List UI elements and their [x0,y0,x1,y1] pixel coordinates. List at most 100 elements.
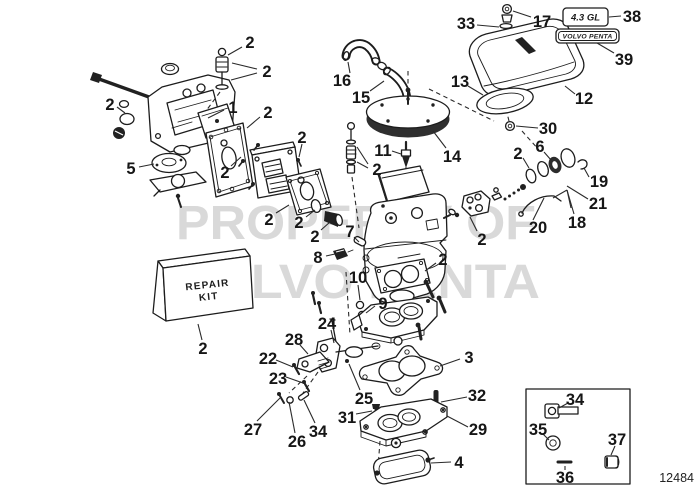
callout-leader-line [353,236,360,243]
callout-number: 2 [263,104,272,122]
repair-kit-box: REPAIR KIT [152,248,254,322]
callout-leader-line [469,216,478,232]
callout-leader-line [246,116,261,129]
callout-number: 35 [529,421,547,439]
callout-leader-line [138,163,155,168]
callout-number: 25 [355,390,373,408]
callout-number: 8 [313,249,322,267]
callout-number: 2 [105,96,114,114]
flame-arrestor-plate [365,87,451,138]
callout-leader-line [227,46,243,56]
callout-number: 31 [338,409,356,427]
callout-leader-line [446,415,469,428]
callout-leader-line [476,24,500,28]
callout-leader-line [285,376,304,384]
repair-kit-label-line2: KIT [198,291,219,304]
callout-leader-line [369,80,385,92]
callout-number: 5 [126,160,135,178]
callout-number: 33 [457,15,475,33]
callout-leader-line [330,329,335,344]
callout-leader-line [532,197,545,221]
callout-leader-line [325,253,336,257]
callout-leader-line [440,396,468,403]
base-gasket [372,449,432,485]
callout-leader-line [356,146,369,165]
callout-leader-line [299,344,309,355]
throttle-body [350,296,438,346]
callout-leader-line [303,399,316,424]
callout-number: 7 [345,223,354,241]
callout-number: 21 [589,195,607,213]
callout-number: 2 [264,211,273,229]
repair-kit-label-line1: REPAIR [185,278,230,294]
callout-leader-line [320,221,331,231]
callout-number: 34 [566,391,585,409]
callout-leader-line [357,284,361,301]
callout-number: 13 [451,73,469,91]
callout-leader-line [288,401,296,434]
callout-number: 16 [333,72,351,90]
callout-number: 2 [262,63,271,81]
callout-leader-line [230,156,242,167]
callout-leader-line [365,305,376,314]
clip-37 [604,455,620,469]
callout-leader-line [391,150,402,155]
brand-badge-label: VOLVO PENTA [562,34,612,41]
callout-number: 2 [477,231,486,249]
bracket-34 [544,403,579,419]
flame-arrestor-cover [468,18,585,97]
callout-number: 4 [454,454,464,472]
callout-leader-line [116,106,126,114]
callout-number: 26 [288,433,306,451]
jet-cluster [443,184,526,219]
callout-leader-line [566,185,589,200]
grommet-35 [545,435,561,451]
brand-badge: VOLVO PENTA [555,28,620,44]
callout-number: 2 [220,164,229,182]
callout-number: 2 [198,340,207,358]
callout-leader-line [424,262,437,272]
callout-leader-line [596,42,615,54]
callout-number: 38 [623,8,641,26]
callout-number: 2 [372,161,381,179]
callout-leader-line [197,323,203,341]
callout-number: 28 [285,331,303,349]
callout-number: 36 [556,469,574,487]
callout-leader-line [608,15,622,18]
callout-number: 32 [468,387,486,405]
callout-number: 2 [294,214,303,232]
callout-leader-line [543,151,552,161]
callout-leader-line [522,157,530,169]
callout-leader-line [432,130,447,149]
callout-leader-line [564,85,576,95]
model-badge-label: 4.3 GL [570,13,600,24]
callout-leader-line [356,161,369,169]
cover-gasket-ring [476,87,534,115]
callout-leader-line [275,204,290,214]
spacer-plate [359,398,448,449]
callout-leader-line [610,445,616,456]
callout-number: 17 [533,13,551,31]
callout-number: 12 [575,90,593,108]
pump-check-ball-7 [353,235,367,247]
callout-number: 2 [438,251,447,269]
callout-number: 27 [244,421,262,439]
callout-leader-line [583,167,590,178]
model-badge: 4.3 GL [562,7,609,27]
callout-number: 6 [535,138,544,156]
service-parts-box [525,388,631,485]
callout-number: 2 [245,34,254,52]
callout-leader-line [348,363,361,391]
callout-number: 37 [608,431,626,449]
callout-number: 24 [318,315,337,333]
callout-leader-line [347,61,351,74]
callout-leader-line [439,358,461,367]
callout-number: 3 [464,349,473,367]
callout-number: 9 [378,295,387,313]
callout-leader-line [305,209,316,218]
callout-number: 39 [615,51,633,69]
callout-leader-line [542,433,550,441]
callout-leader-line [512,10,532,18]
